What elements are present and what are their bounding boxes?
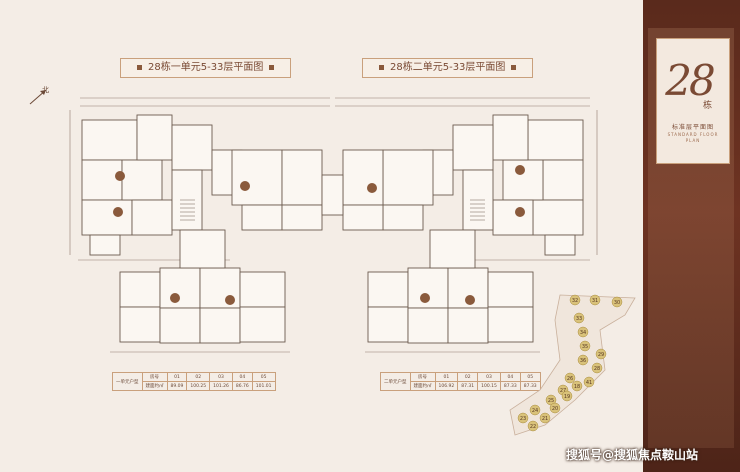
table-cell: 101.01 — [251, 381, 276, 391]
table-header-cell: 一单元户型 — [112, 372, 143, 391]
table-cell: 89.09 — [166, 381, 188, 391]
site-building-label: 32 — [572, 298, 578, 304]
panel-title-cn: 标准层平面图 — [671, 124, 714, 131]
site-building-marker — [591, 362, 603, 374]
table-cell: 03 — [209, 372, 233, 382]
table-cell: 100.25 — [186, 381, 211, 391]
site-building-marker — [527, 420, 539, 432]
watermark: 搜狐号@搜狐焦点鞍山站 — [566, 448, 699, 462]
table-cell: 房号 — [409, 372, 436, 382]
building-suffix: 栋 — [703, 101, 713, 111]
table-cell: 05 — [251, 372, 276, 382]
site-building-label: 30 — [614, 300, 620, 306]
right-plan-title: 28栋二单元5-33层平面图 — [362, 58, 534, 78]
table-cell: 87.33 — [519, 381, 541, 391]
site-building-marker — [573, 312, 585, 324]
site-building-label: 24 — [532, 408, 538, 414]
table-cell: 02 — [186, 372, 211, 382]
table-cell: 86.76 — [231, 381, 253, 391]
site-building-label: 36 — [580, 358, 586, 364]
table-cell: 04 — [231, 372, 253, 382]
site-building-label: 31 — [592, 298, 598, 304]
unit1-area-table: 一单元户型 房号 01 02 03 04 05 建面约㎡ 89.09 100.2… — [112, 372, 276, 391]
site-building-label: 34 — [580, 330, 586, 336]
building-badge — [656, 38, 730, 164]
title-dot-icon — [511, 64, 517, 70]
site-building-label: 22 — [530, 424, 536, 430]
site-building-label: 33 — [576, 316, 582, 322]
floor-plan-drawing — [69, 97, 598, 353]
site-building-marker — [611, 296, 623, 308]
table-cell: 106.92 — [434, 381, 459, 391]
compass-icon — [29, 89, 47, 105]
site-building-marker — [539, 412, 551, 424]
site-building-marker — [569, 294, 581, 306]
site-building-marker — [595, 348, 607, 360]
table-cell: 03 — [477, 372, 501, 382]
title-dot-icon — [269, 64, 275, 70]
title-dot-icon — [137, 64, 142, 70]
unit2-upper-plan — [342, 114, 584, 256]
site-building-label: 23 — [520, 416, 526, 422]
table-header-cell: 二单元户型 — [380, 372, 411, 391]
site-building-marker — [549, 402, 561, 414]
site-building-marker — [571, 380, 583, 392]
title-dot-icon — [379, 64, 384, 70]
site-building-marker — [579, 340, 591, 352]
site-building-marker — [561, 390, 573, 402]
left-plan-title-text: 28栋一单元5-33层平面图 — [148, 62, 264, 73]
table-cell: 建面约㎡ — [409, 381, 436, 391]
table-cell: 100.15 — [477, 381, 501, 391]
site-building-label: 35 — [582, 344, 588, 350]
table-cell: 87.31 — [457, 381, 479, 391]
right-plan-title-text: 28栋二单元5-33层平面图 — [390, 62, 506, 73]
site-building-marker — [517, 412, 529, 424]
site-building-label: 18 — [574, 384, 580, 390]
table-cell: 101.26 — [209, 381, 233, 391]
table-cell: 01 — [434, 372, 459, 382]
site-building-label: 21 — [542, 416, 548, 422]
unit1-upper-plan — [81, 114, 323, 256]
table-cell: 02 — [457, 372, 479, 382]
table-cell: 建面约㎡ — [141, 381, 168, 391]
site-building-label: 19 — [564, 394, 570, 400]
site-building-marker — [529, 404, 541, 416]
site-building-label: 41 — [586, 380, 592, 386]
compass: 北 — [28, 86, 50, 108]
table-cell: 01 — [166, 372, 188, 382]
unit1-lower-plan — [119, 229, 286, 344]
building-number: 28 — [665, 56, 715, 105]
left-plan-title: 28栋一单元5-33层平面图 — [120, 58, 292, 78]
site-building-label: 26 — [567, 376, 573, 382]
compass-label: 北 — [42, 86, 49, 94]
panel-title-en: STANDARD FLOOR PLAN — [667, 132, 719, 143]
site-building-marker — [589, 294, 601, 306]
table-cell: 房号 — [141, 372, 168, 382]
site-building-label: 28 — [594, 366, 600, 372]
site-building-marker — [564, 372, 576, 384]
site-building-label: 29 — [598, 352, 604, 358]
site-building-label: 25 — [548, 398, 554, 404]
unit2-area-table: 二单元户型 房号 01 02 03 04 05 建面约㎡ 106.92 87.3… — [380, 372, 541, 391]
site-building-label: 27 — [560, 388, 566, 394]
site-building-marker — [583, 376, 595, 388]
site-building-marker — [577, 354, 589, 366]
site-building-marker — [577, 326, 589, 338]
site-building-label: 20 — [552, 406, 558, 412]
